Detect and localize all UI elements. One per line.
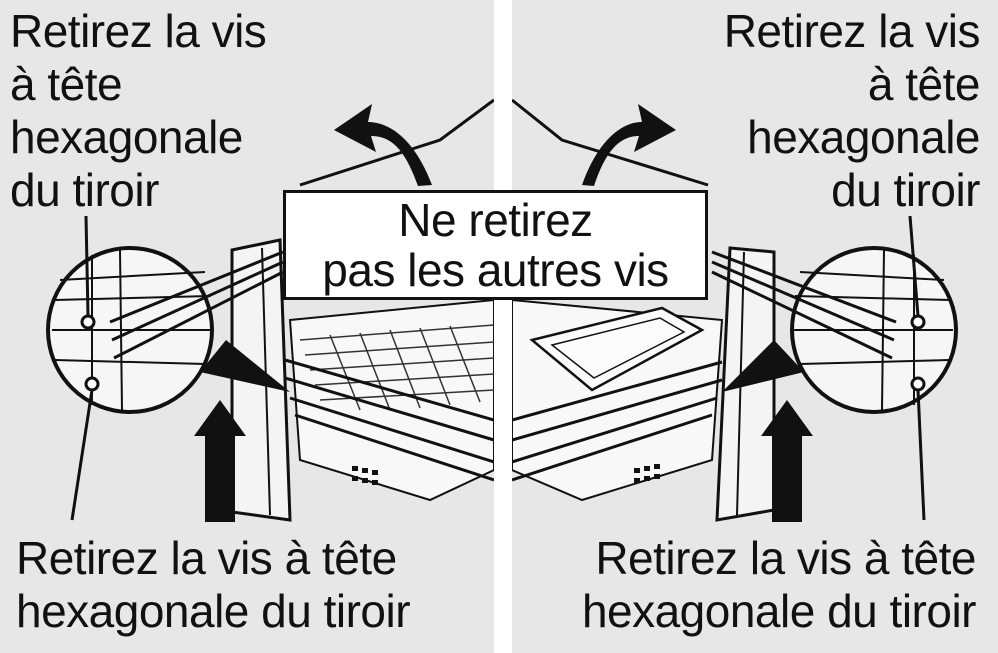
drawer-tray-inner-right (550, 317, 686, 379)
callout-text: Ne retirez pas les autres vis (322, 194, 669, 296)
hex-screw-upper-left (80, 314, 96, 330)
magnifier-pointer-right (722, 340, 804, 392)
curved-arrow-right (582, 104, 676, 186)
drawer-basket-grid-left (299, 324, 494, 411)
panel-divider (494, 0, 512, 653)
cabinet-roof-left (299, 98, 494, 187)
left-panel: Retirez la vis à tête hexagonale du tiro… (0, 0, 494, 653)
hex-screw-lower-right (910, 376, 926, 392)
do-not-remove-callout: Ne retirez pas les autres vis (283, 190, 708, 300)
up-arrow-right (761, 400, 813, 522)
magnifier-pointer-left (200, 340, 290, 392)
leader-lines-left (70, 215, 284, 521)
drawer-body-left (288, 298, 494, 502)
leader-lines-right (711, 215, 926, 521)
drawer-tray-right (529, 306, 705, 392)
hex-screw-lower-left (84, 376, 100, 392)
drawer-rails-left (284, 358, 494, 482)
bottom-left-label: Retirez la vis à tête hexagonale du tiro… (16, 532, 411, 637)
bottom-right-label: Retirez la vis à tête hexagonale du tiro… (581, 532, 977, 637)
drawer-rails-right (512, 360, 723, 482)
drawer-vents-left (352, 466, 378, 485)
curved-arrow-left (334, 104, 432, 186)
hex-screw-upper-right (910, 314, 926, 330)
right-illustration (512, 98, 958, 522)
right-panel: Retirez la vis à tête hexagonale du tiro… (512, 0, 998, 653)
left-illustration (46, 98, 494, 522)
up-arrow-left (194, 400, 246, 522)
magnified-rail-left (52, 249, 212, 411)
cabinet-roof-right (512, 98, 709, 187)
drawer-vents-right (634, 464, 660, 483)
top-left-label: Retirez la vis à tête hexagonale du tiro… (10, 5, 267, 216)
top-right-label: Retirez la vis à tête hexagonale du tiro… (723, 5, 981, 216)
